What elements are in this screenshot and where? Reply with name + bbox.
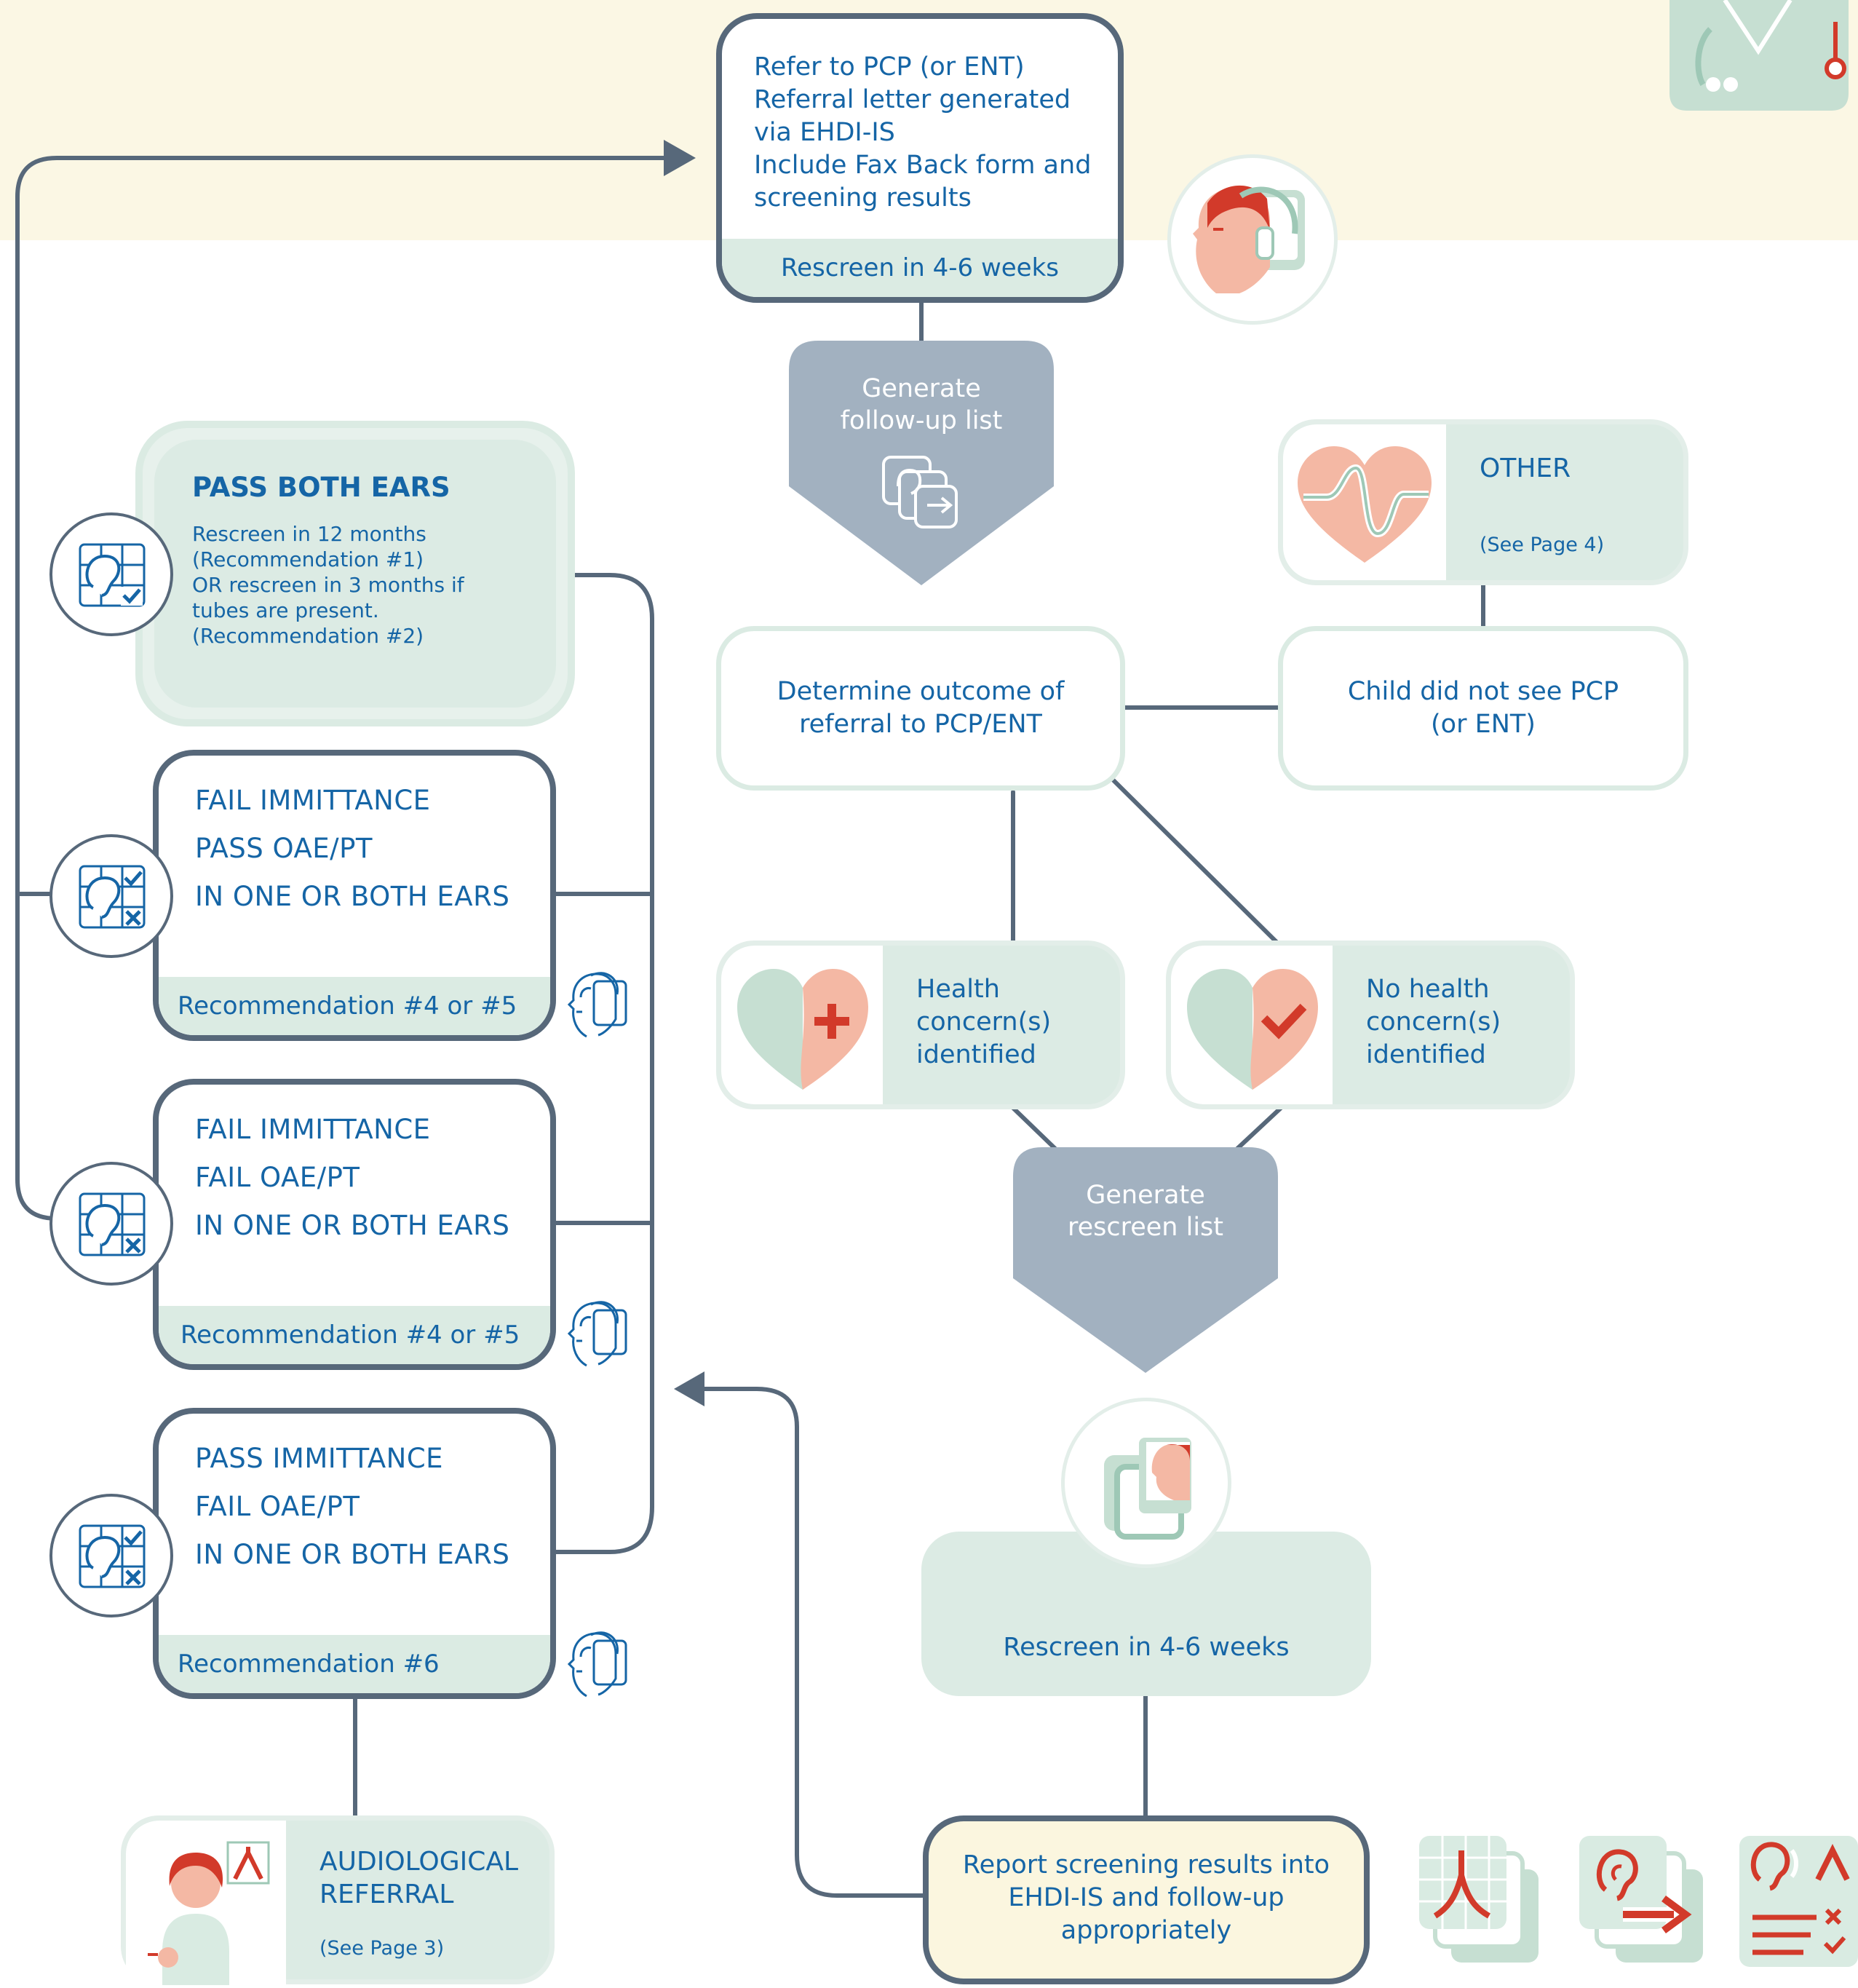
arrow-head-right (664, 140, 696, 176)
pass-both-ears-box: PASS BOTH EARS Rescreen in 12 months (Re… (154, 440, 556, 708)
result-footer: Recommendation #4 or #5 (159, 1306, 550, 1364)
refer-line: Include Fax Back form and (754, 151, 1092, 180)
result-line: IN ONE OR BOTH EARS (195, 1539, 510, 1570)
audiogram-icon (1419, 1836, 1539, 1963)
head-headphone-icon (567, 972, 627, 1038)
arrow-head-left (674, 1371, 704, 1406)
health-concern-image (721, 946, 883, 1104)
no-health-concern-box: No health concern(s) identified (1166, 940, 1575, 1109)
no-health-line: No health (1366, 975, 1490, 1004)
other-box: OTHER (See Page 4) (1278, 419, 1688, 585)
result-line: PASS OAE/PT (195, 833, 373, 864)
refer-line: via EHDI-IS (754, 118, 895, 147)
pass-both-ears-outer: PASS BOTH EARS Rescreen in 12 months (Re… (135, 421, 575, 726)
health-line: concern(s) (916, 1007, 1052, 1037)
report-results-box: Report screening results into EHDI-IS an… (923, 1815, 1370, 1984)
determine-to-no-health (1107, 774, 1280, 946)
generate-followup-shield: Generate follow-up list (789, 341, 1054, 585)
generate-rescreen-shield: Generate rescreen list (1013, 1147, 1278, 1373)
other-title: OTHER (1480, 454, 1571, 483)
generate-followup-line: Generate (862, 374, 981, 403)
results-bracket (552, 573, 654, 1554)
report-line: Report screening results into (962, 1850, 1330, 1880)
result-line: IN ONE OR BOTH EARS (195, 881, 510, 912)
headphone-badge (1167, 154, 1338, 325)
pass-both-line: OR rescreen in 3 months if (192, 573, 464, 597)
ear-check-x-icon (49, 834, 173, 958)
refer-line: Refer to PCP (or ENT) (754, 52, 1025, 82)
result-line: PASS IMMITTANCE (195, 1443, 444, 1474)
list-icon (882, 456, 958, 528)
ear-x-icon (49, 1162, 173, 1286)
no-health-line: concern(s) (1366, 1007, 1501, 1037)
did-not-see-pcp-box: Child did not see PCP (or ENT) (1278, 626, 1688, 791)
pass-both-line: (Recommendation #1) (192, 547, 424, 571)
pass-both-line: tubes are present. (192, 598, 379, 622)
pass-both-line: Rescreen in 12 months (192, 522, 426, 546)
heart-wave-icon (1298, 446, 1432, 563)
result-line: FAIL OAE/PT (195, 1162, 360, 1193)
health-line: Health (916, 975, 1000, 1004)
fail-imm-pass-oae-box: FAIL IMMITTANCE PASS OAE/PT IN ONE OR BO… (153, 750, 556, 1041)
ear-check-icon (49, 512, 173, 636)
report-feedback-connector (696, 1387, 926, 1898)
result-line: IN ONE OR BOTH EARS (195, 1210, 510, 1241)
other-image (1283, 424, 1446, 580)
refer-footer: Rescreen in 4-6 weeks (722, 239, 1118, 297)
pass-both-ears-title: PASS BOTH EARS (192, 472, 450, 503)
head-headphone-icon (567, 1301, 627, 1367)
pass-imm-fail-oae-box: PASS IMMITTANCE FAIL OAE/PT IN ONE OR BO… (153, 1408, 556, 1699)
health-concern-box: Health concern(s) identified (716, 940, 1125, 1109)
generate-followup-line: follow-up list (840, 406, 1003, 435)
ear-check-x-icon (49, 1494, 173, 1617)
ear-audiogram-checklist-icon (1739, 1836, 1858, 1967)
pass-both-line: (Recommendation #2) (192, 624, 424, 648)
audiologist-icon (148, 1841, 270, 1985)
ear-refer-icon (1579, 1836, 1703, 1963)
audiological-referral-box: AUDIOLOGICAL REFERRAL (See Page 3) (121, 1815, 555, 1985)
audiologist-image (126, 1821, 286, 1985)
result-line: FAIL IMMITTANCE (195, 785, 431, 816)
report-line: appropriately (1060, 1916, 1232, 1945)
fail-imm-fail-oae-box: FAIL IMMITTANCE FAIL OAE/PT IN ONE OR BO… (153, 1079, 556, 1370)
determine-outcome-box: Determine outcome of referral to PCP/ENT (716, 626, 1125, 791)
other-note: (See Page 4) (1480, 534, 1605, 556)
result-line: FAIL IMMITTANCE (195, 1114, 431, 1145)
refer-to-pcp-box: Refer to PCP (or ENT) Referral letter ge… (716, 13, 1124, 303)
shield-shape (1013, 1147, 1278, 1373)
rescreen-head-icon (1104, 1438, 1191, 1540)
head-headphone-icon (567, 1631, 627, 1698)
loop-to-refer-connector (15, 156, 668, 1221)
determine-line: Determine outcome of (777, 677, 1065, 706)
shield-shape (789, 341, 1054, 585)
no-health-line: identified (1366, 1040, 1486, 1069)
audiological-note: (See Page 3) (319, 1937, 445, 1960)
rescreen-label: Rescreen in 4-6 weeks (1003, 1632, 1290, 1662)
health-line: identified (916, 1040, 1036, 1069)
headphone-head-icon (1193, 185, 1305, 293)
did-not-see-line: Child did not see PCP (1347, 677, 1619, 706)
did-not-see-line: (or ENT) (1431, 710, 1536, 739)
result-line: FAIL OAE/PT (195, 1491, 360, 1522)
audiological-line: AUDIOLOGICAL (319, 1847, 519, 1877)
result-footer: Recommendation #4 or #5 (159, 977, 550, 1035)
doctor-coat-icon (1670, 0, 1849, 111)
audiological-line: REFERRAL (319, 1880, 454, 1909)
determine-line: referral to PCP/ENT (799, 710, 1042, 739)
health-to-rescreen-list (1011, 1106, 1057, 1151)
no-health-concern-image (1171, 946, 1333, 1104)
refer-line: Referral letter generated (754, 85, 1071, 114)
no-health-to-rescreen-list (1235, 1106, 1283, 1151)
generate-rescreen-line: rescreen list (1067, 1213, 1224, 1242)
heart-check-icon (1187, 969, 1318, 1090)
heart-plus-icon (737, 969, 868, 1090)
report-line: EHDI-IS and follow-up (1008, 1883, 1285, 1912)
refer-line: screening results (754, 183, 972, 213)
result-footer: Recommendation #6 (159, 1635, 550, 1693)
rescreen-badge (1061, 1398, 1231, 1568)
generate-rescreen-line: Generate (1086, 1181, 1205, 1210)
